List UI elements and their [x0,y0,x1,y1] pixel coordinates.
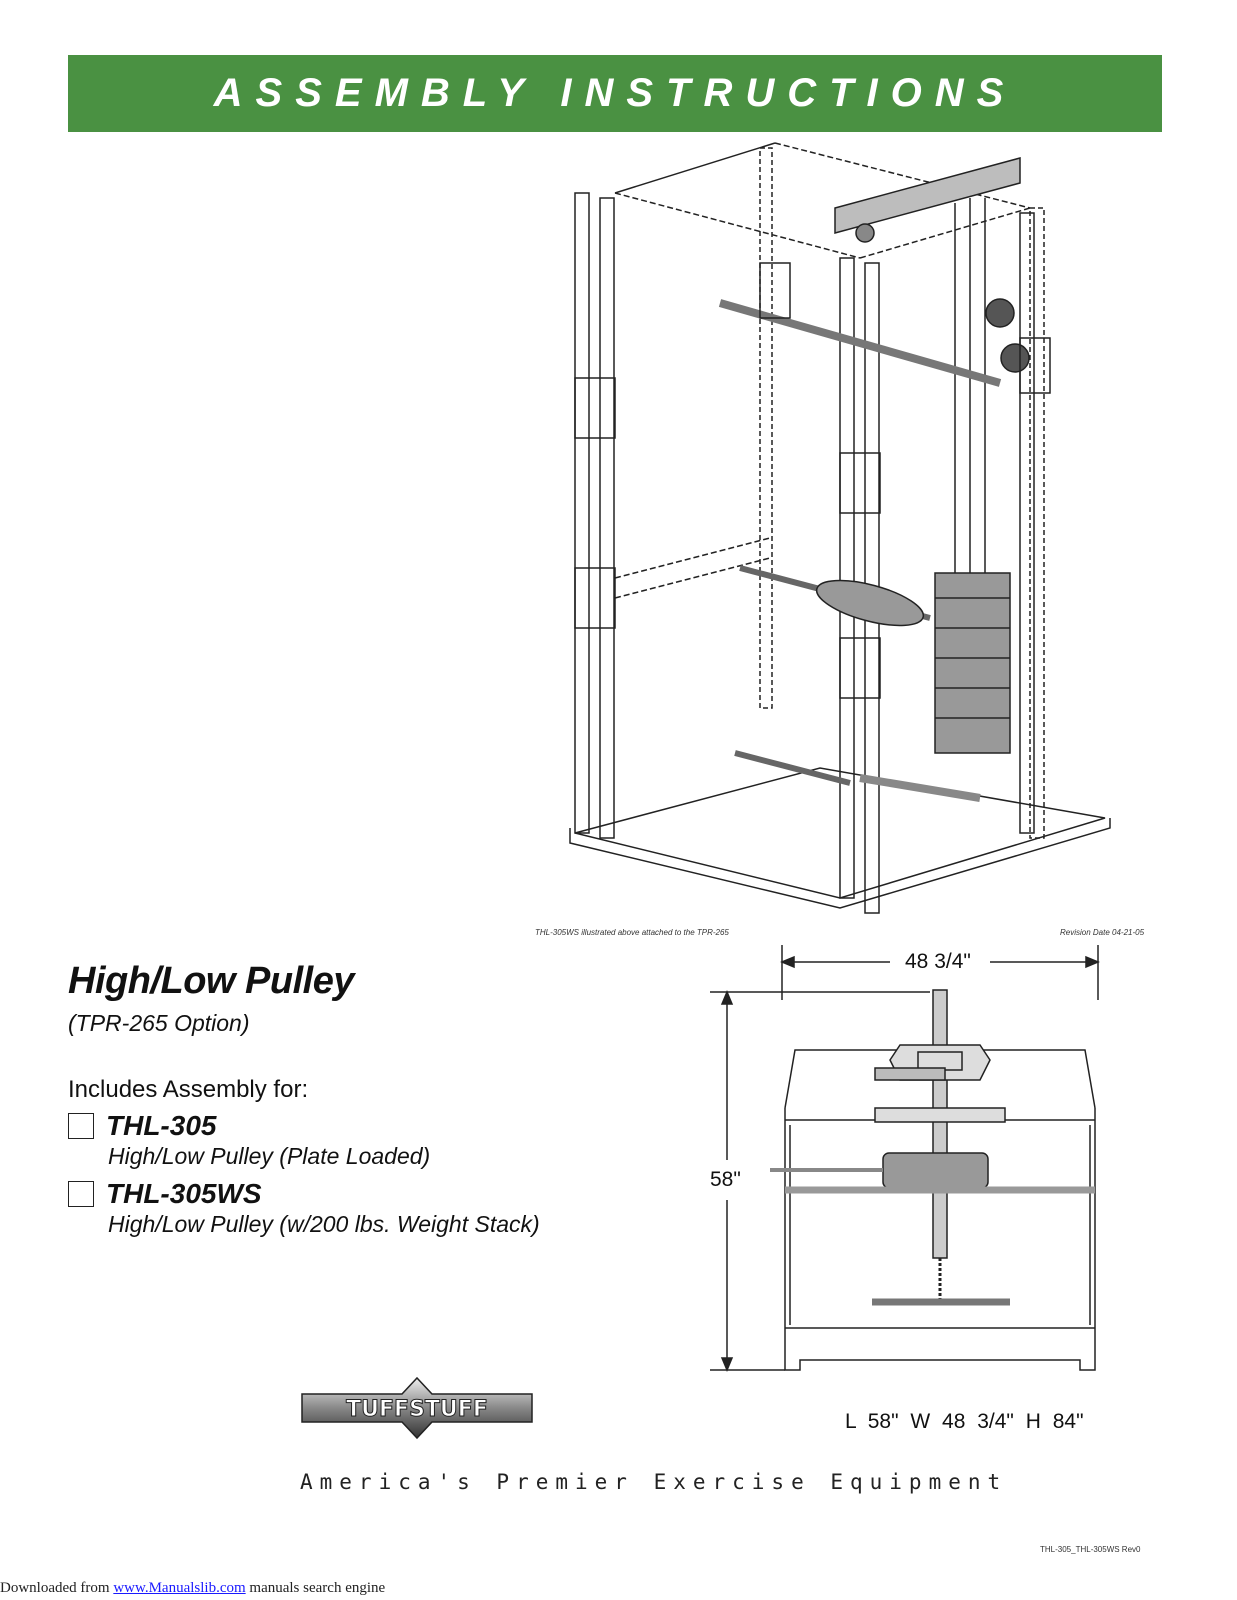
width-dimension: 48 3/4" [905,950,971,973]
page-title: ASSEMBLY INSTRUCTIONS [213,71,1017,115]
revision-date: Revision Date 04-21-05 [1060,928,1145,937]
product-subtitle: (TPR-265 Option) [68,1010,250,1036]
option-name: THL-305 [106,1110,217,1141]
option-checkbox[interactable] [68,1113,94,1139]
footer-prefix: Downloaded from [0,1580,114,1596]
dimensions-summary: L 58" W 48 3/4" H 84" [845,1410,1084,1433]
includes-label: Includes Assembly for: [68,1076,309,1103]
dimension-diagram [710,945,1100,1372]
height-dimension: 58" [710,1168,741,1191]
option-name: THL-305WS [106,1178,262,1209]
equipment-illustration [569,142,1111,914]
header-banner: ASSEMBLY INSTRUCTIONS [68,55,1162,132]
tuffstuff-logo: TUFFSTUFF [301,1376,533,1440]
option-row: THL-305 [68,1110,216,1142]
option-description: High/Low Pulley (Plate Loaded) [108,1143,431,1169]
manualslib-link[interactable]: www.Manualslib.com [113,1580,246,1596]
footer-suffix: manuals search engine [245,1580,386,1596]
option-description: High/Low Pulley (w/200 lbs. Weight Stack… [108,1211,540,1237]
document-code: THL-305_THL-305WS Rev0 [1040,1545,1141,1554]
svg-text:TUFFSTUFF: TUFFSTUFF [346,1397,488,1422]
footer: Downloaded from www.Manualslib.com manua… [0,1580,385,1597]
option-checkbox[interactable] [68,1181,94,1207]
option-row: THL-305WS [68,1178,262,1210]
illustration-caption: THL-305WS illustrated above attached to … [535,928,729,937]
tagline: America's Premier Exercise Equipment [300,1470,1008,1494]
product-title: High/Low Pulley [68,960,354,1002]
